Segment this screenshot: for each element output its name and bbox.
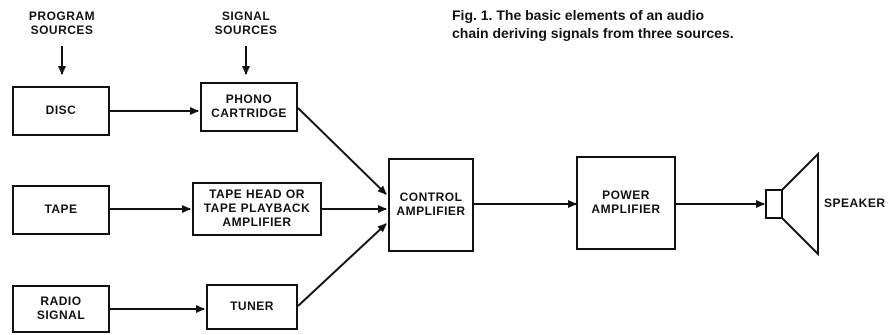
tape-head-box: TAPE HEAD OR TAPE PLAYBACK AMPLIFIER (192, 182, 322, 236)
tape-head-label-line: AMPLIFIER (222, 214, 292, 229)
signal-sources-header-line: SIGNAL (221, 9, 271, 23)
program-sources-header: PROGRAM SOURCES (22, 9, 102, 38)
caption-line-2: chain deriving signals from three source… (452, 25, 734, 42)
tape-box: TAPE (12, 185, 110, 235)
speaker-icon (765, 151, 819, 257)
radio-signal-label-line: SIGNAL (36, 308, 86, 322)
speaker-label: SPEAKER (824, 196, 886, 210)
figure-caption: Fig. 1. The basic elements of an audio c… (452, 6, 892, 42)
radio-signal-box: RADIO SIGNAL (12, 285, 110, 333)
tuner-box: TUNER (206, 284, 298, 330)
power-amplifier-label-line: AMPLIFIER (591, 202, 661, 216)
phono-to-control-arrow (297, 107, 387, 195)
control-amplifier-label-line: CONTROL (399, 190, 463, 205)
tape-label: TAPE (44, 202, 78, 217)
phono-cartridge-label-line: CARTRIDGE (211, 106, 287, 120)
program-sources-header-line: PROGRAM (28, 9, 96, 23)
tape-head-label-line: TAPE HEAD OR (209, 187, 305, 202)
signal-sources-header-line: SOURCES (214, 22, 278, 37)
signal-sources-header: SIGNAL SOURCES (206, 9, 286, 38)
disc-box: DISC (12, 86, 110, 136)
phono-cartridge-box: PHONO CARTRIDGE (200, 82, 298, 132)
phono-cartridge-label-line: PHONO (225, 92, 273, 107)
control-amplifier-box: CONTROL AMPLIFIER (388, 158, 474, 252)
disc-label: DISC (45, 103, 77, 118)
caption-line-1: Fig. 1. The basic elements of an audio (452, 7, 705, 23)
tuner-label: TUNER (230, 299, 274, 314)
program-sources-header-line: SOURCES (30, 22, 94, 37)
radio-signal-label-line: RADIO (40, 294, 82, 309)
power-amplifier-box: POWER AMPLIFIER (576, 156, 676, 250)
control-amplifier-label-line: AMPLIFIER (396, 204, 466, 218)
power-amplifier-label-line: POWER (602, 188, 650, 203)
tape-head-label-line: TAPE PLAYBACK (203, 201, 311, 216)
tuner-to-control-arrow (297, 223, 387, 307)
